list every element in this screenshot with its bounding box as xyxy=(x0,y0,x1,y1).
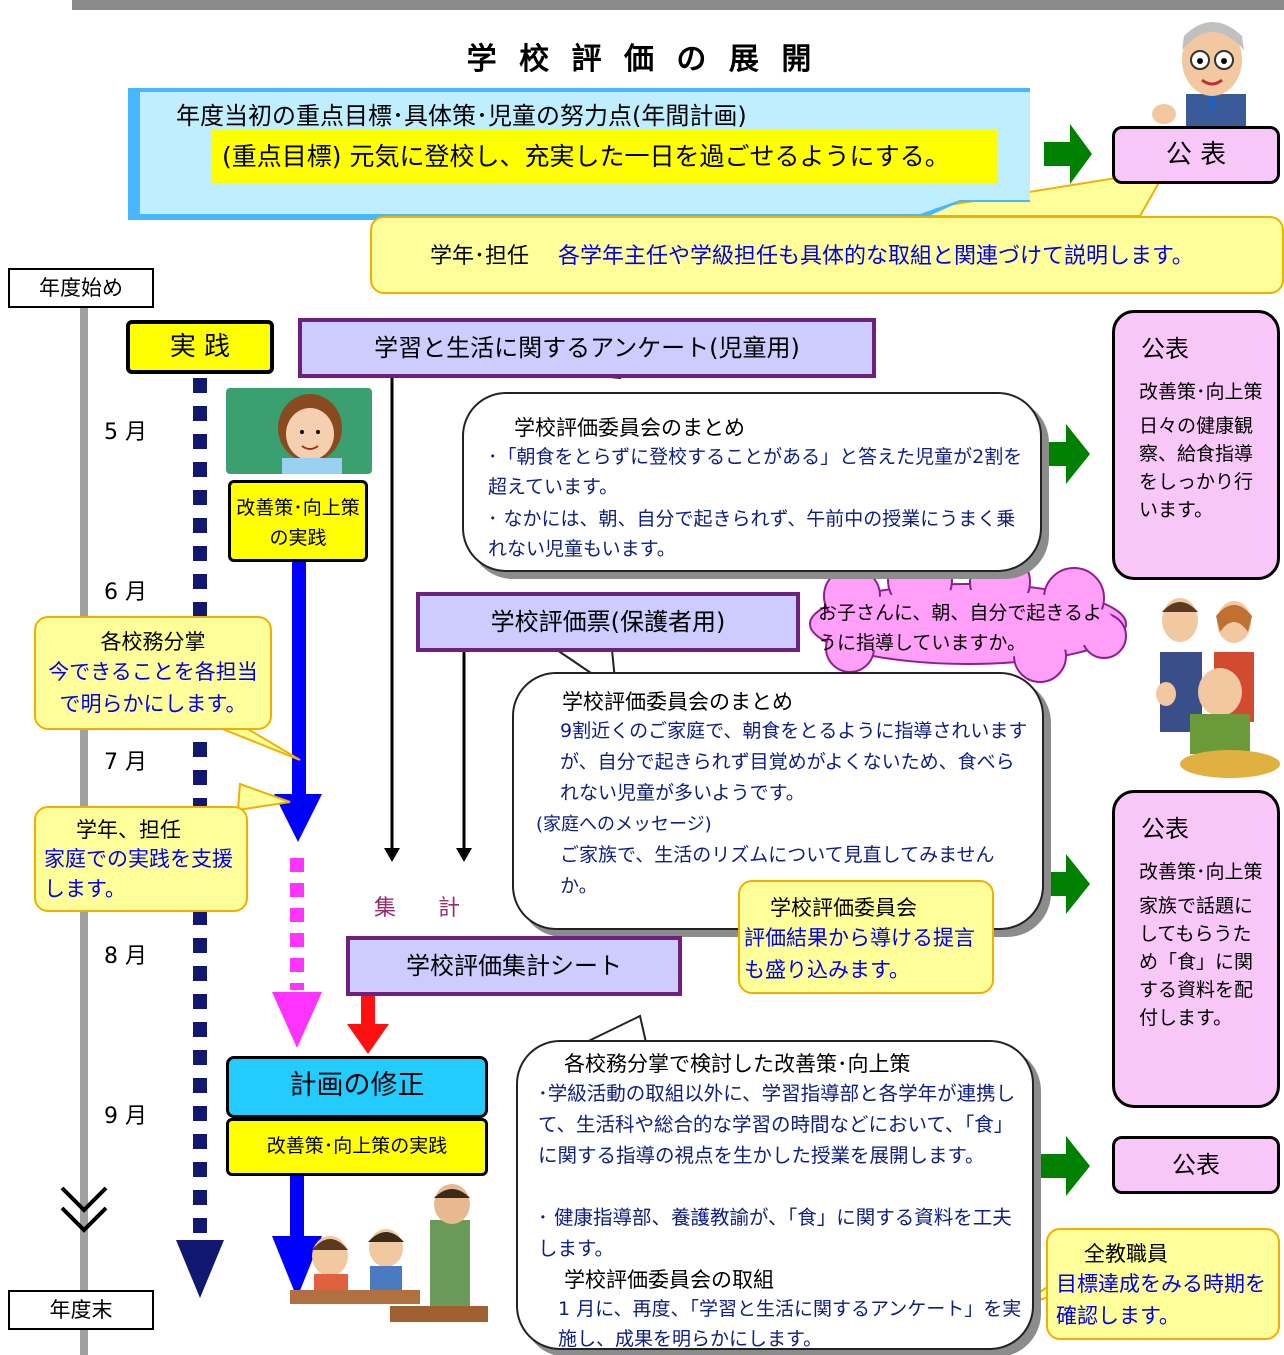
tally-arrowhead xyxy=(347,1024,389,1054)
student-survey-box: 学習と生活に関するアンケート(児童用) xyxy=(298,318,876,378)
improve-practice-box-2: 改善策･向上策の実践 xyxy=(226,1118,488,1176)
page-title: 学 校 評 価 の 展 開 xyxy=(466,42,818,77)
tally-label: 集 計 xyxy=(374,896,460,921)
teacher-woman-illustration xyxy=(226,388,372,474)
month-september: 9 月 xyxy=(104,1104,147,1129)
green-arrows xyxy=(1040,124,1092,1196)
publish-side-2: 公表 改善策･向上策 家族で話題にしてもらうため「食」に関する資料を配付します。 xyxy=(1112,790,1280,1108)
month-august: 8 月 xyxy=(104,944,147,969)
publish-side1-body: 日々の健康観察、給食指導をしっかり行います。 xyxy=(1139,415,1254,521)
classroom-illustration xyxy=(290,1180,488,1322)
homeroom-callout: 学年、担任 家庭での実践を支援します。 xyxy=(34,806,248,912)
grade-note-callout: 学年･担任 各学年主任や学級担任も具体的な取組と関連づけて説明します。 xyxy=(370,216,1284,294)
publish-side-1: 公表 改善策･向上策 日々の健康観察、給食指導をしっかり行います。 xyxy=(1112,310,1280,580)
publish-top: 公 表 xyxy=(1112,126,1280,184)
homeroom-title: 学年、担任 xyxy=(76,818,181,842)
summary3-title: 各校務分掌で検討した改善策･向上策 xyxy=(564,1052,911,1076)
practice-label: 実 践 xyxy=(126,320,274,374)
grade-note-label: 学年･担任 xyxy=(430,244,530,269)
summary1-item2: ･ なかには、朝、自分で起きられず、午前中の授業にうまく乗れない児童もいます。 xyxy=(488,508,1016,560)
summary1-bubble: 学校評価委員会のまとめ ･「朝食をとらずに登校することがある」と答えた児童が2割… xyxy=(462,392,1042,572)
cloud-question: お子さんに、朝、自分で起きるように指導していますか。 xyxy=(818,602,1103,654)
summary2-msg-label: (家庭へのメッセージ) xyxy=(536,814,712,835)
summary3-item2: ･ 健康指導部、養護教諭が、「食」に関する資料を工夫します。 xyxy=(538,1206,1012,1260)
month-july: 7 月 xyxy=(104,750,147,775)
publish-side2-title: 公表 xyxy=(1141,815,1189,843)
teacher-illustration xyxy=(1150,14,1270,126)
month-may: 5 月 xyxy=(104,420,147,445)
support-arrowhead xyxy=(272,992,322,1048)
plan-heading: 年度当初の重点目標･具体策･児童の努力点(年間計画) xyxy=(176,102,747,130)
affairs-text: 今できることを各担当で明らかにします。 xyxy=(48,660,258,716)
month-june: 6 月 xyxy=(104,580,147,605)
improve-practice-box: 改善策･向上策の実践 xyxy=(228,480,368,562)
parent-survey-box: 学校評価票(保護者用) xyxy=(416,592,800,652)
timeline-start: 年度始め xyxy=(8,268,154,308)
summary2-title: 学校評価委員会のまとめ xyxy=(562,690,793,714)
summary2-body: 9割近くのご家庭で、朝食をとるように指導されいますが、自分で起きられず目覚めがよ… xyxy=(560,720,1028,804)
chevron-down-icon-2 xyxy=(60,1206,108,1233)
tally-sheet-box: 学校評価集計シート xyxy=(346,936,682,996)
summary1-title: 学校評価委員会のまとめ xyxy=(514,416,745,440)
improve2-arrow-shaft xyxy=(290,1176,304,1238)
improve-arrow-shaft xyxy=(292,558,306,794)
publish-bottom: 公表 xyxy=(1112,1136,1280,1194)
summary1-item1: ･「朝食をとらずに登校することがある」と答えた児童が2割を超えています。 xyxy=(488,446,1023,498)
tally-arrow-shaft xyxy=(361,994,375,1024)
committee-callout: 学校評価委員会 評価結果から導ける提言も盛り込みます。 xyxy=(738,880,994,994)
homeroom-text: 家庭での実践を支援します。 xyxy=(44,847,233,901)
staff-text: 目標達成をみる時期を確認します。 xyxy=(1056,1272,1266,1328)
publish-side1-sub: 改善策･向上策 xyxy=(1139,381,1263,403)
chevron-down-icon xyxy=(60,1186,108,1213)
timeline-end: 年度末 xyxy=(8,1290,154,1330)
publish-side2-sub: 改善策･向上策 xyxy=(1139,861,1263,883)
grade-note-text: 各学年主任や学級担任も具体的な取組と関連づけて説明します。 xyxy=(558,244,1194,269)
family-illustration xyxy=(1130,592,1280,778)
practice-arrowhead xyxy=(176,1240,224,1298)
staff-title: 全教職員 xyxy=(1084,1242,1168,1266)
committee-title: 学校評価委員会 xyxy=(770,896,917,920)
affairs-callout: 各校務分掌 今できることを各担当で明らかにします。 xyxy=(34,616,272,730)
publish-side1-title: 公表 xyxy=(1141,335,1189,363)
summary3-sub-title: 学校評価委員会の取組 xyxy=(564,1268,774,1292)
summary3-sub-text: 1 月に、再度、「学習と生活に関するアンケート」を実施し、成果を明らかにします。 xyxy=(558,1298,1022,1350)
staff-callout: 全教職員 目標達成をみる時期を確認します。 xyxy=(1046,1228,1280,1340)
top-bar xyxy=(72,0,1284,10)
summary2-msg: ご家族で、生活のリズムについて見直してみませんか。 xyxy=(560,844,995,897)
improve-arrowhead xyxy=(274,794,322,842)
committee-text: 評価結果から導ける提言も盛り込みます。 xyxy=(744,926,975,982)
plan-goal: (重点目標) 元気に登校し、充実した一日を過ごせるようにする。 xyxy=(212,130,998,184)
affairs-title: 各校務分掌 xyxy=(100,630,206,654)
summary3-item1: ･学級活動の取組以外に、学習指導部と各学年が連携して、生活科や総合的な学習の時間… xyxy=(538,1082,1016,1167)
improve2-arrowhead xyxy=(272,1236,322,1298)
summary3-bubble: 各校務分掌で検討した改善策･向上策 ･学級活動の取組以外に、学習指導部と各学年が… xyxy=(516,1040,1034,1350)
revise-plan-box: 計画の修正 xyxy=(226,1056,488,1118)
publish-side2-body: 家族で話題にしてもらうため「食」に関する資料を配付します。 xyxy=(1139,895,1254,1029)
